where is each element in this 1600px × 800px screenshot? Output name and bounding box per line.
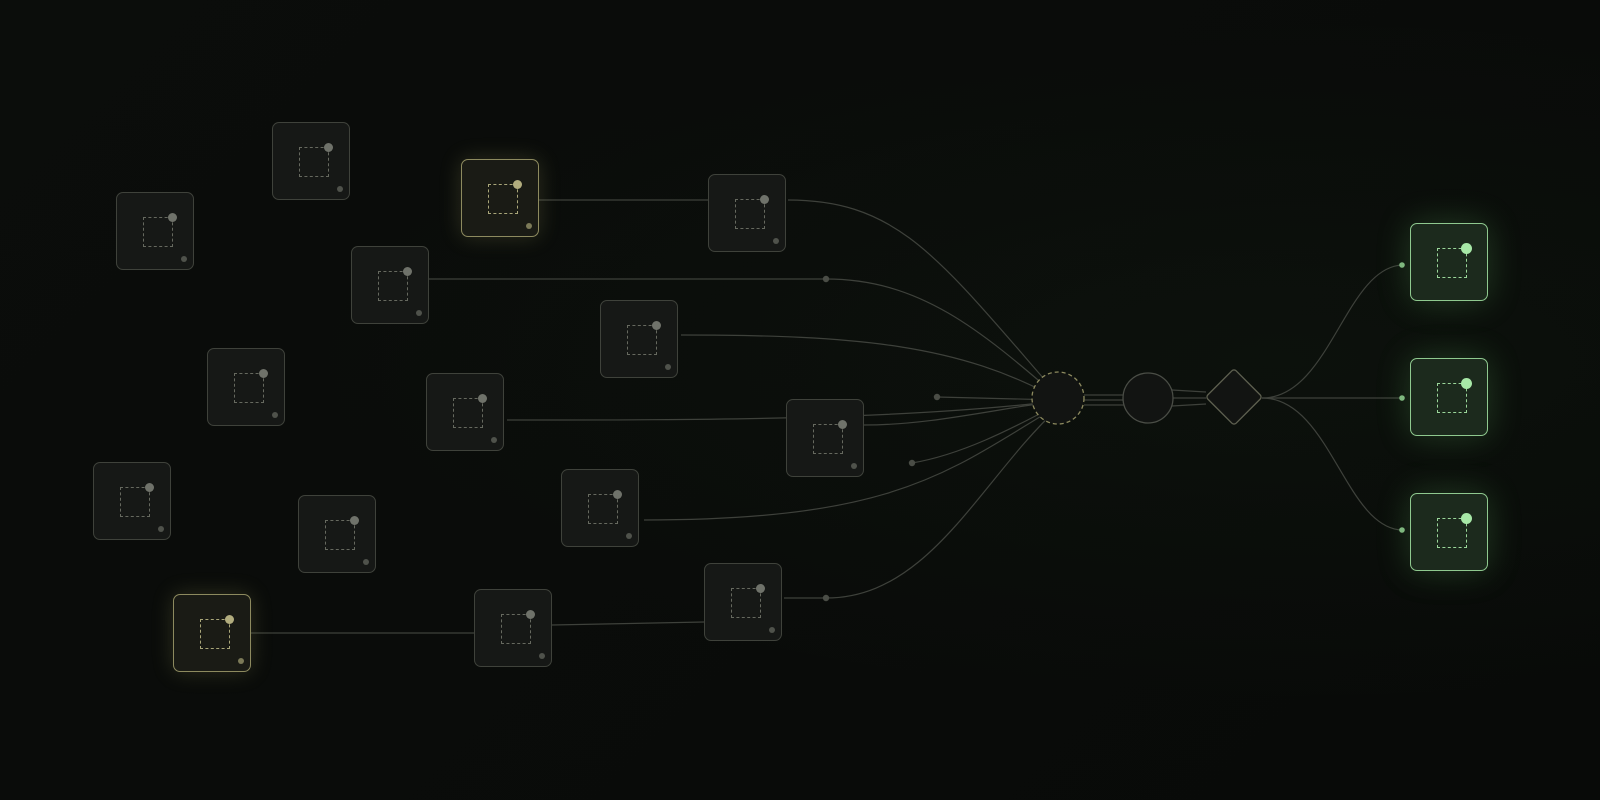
status-dot-icon bbox=[168, 213, 177, 222]
port-dot-icon bbox=[337, 186, 343, 192]
port-dot-icon bbox=[526, 223, 532, 229]
node-11[interactable] bbox=[298, 495, 376, 573]
status-dot-icon bbox=[513, 180, 522, 189]
node-placeholder-icon bbox=[1437, 383, 1467, 413]
status-dot-icon bbox=[756, 584, 765, 593]
port-dot-icon bbox=[773, 238, 779, 244]
status-dot-icon bbox=[478, 394, 487, 403]
status-dot-icon bbox=[1461, 243, 1472, 254]
node-9[interactable] bbox=[708, 174, 786, 252]
status-dot-icon bbox=[652, 321, 661, 330]
edge-merge-process bbox=[1084, 394, 1124, 406]
connector-dot bbox=[933, 393, 941, 401]
connector-dot bbox=[822, 594, 830, 602]
node-placeholder-icon bbox=[488, 184, 518, 214]
node-placeholder-icon bbox=[813, 424, 843, 454]
status-dot-icon bbox=[259, 369, 268, 378]
status-dot-icon bbox=[760, 195, 769, 204]
process-node[interactable] bbox=[1122, 372, 1174, 424]
status-dot-icon bbox=[613, 490, 622, 499]
node-10[interactable] bbox=[786, 399, 864, 477]
port-dot-icon bbox=[665, 364, 671, 370]
output-port-dot bbox=[1399, 395, 1405, 401]
node-placeholder-icon bbox=[143, 217, 173, 247]
port-dot-icon bbox=[158, 526, 164, 532]
node-3[interactable] bbox=[461, 159, 539, 237]
status-dot-icon bbox=[838, 420, 847, 429]
node-5[interactable] bbox=[207, 348, 285, 426]
status-dot-icon bbox=[1461, 378, 1472, 389]
port-dot-icon bbox=[539, 653, 545, 659]
output-port-dot bbox=[1399, 527, 1405, 533]
status-dot-icon bbox=[1461, 513, 1472, 524]
edge-n15-hub bbox=[784, 407, 1059, 599]
node-placeholder-icon bbox=[1437, 248, 1467, 278]
node-8[interactable] bbox=[600, 300, 678, 378]
edge-router-out3 bbox=[1261, 397, 1403, 531]
status-dot-icon bbox=[526, 610, 535, 619]
status-dot-icon bbox=[324, 143, 333, 152]
node-placeholder-icon bbox=[588, 494, 618, 524]
port-dot-icon bbox=[181, 256, 187, 262]
node-2[interactable] bbox=[272, 122, 350, 200]
node-14[interactable] bbox=[474, 589, 552, 667]
port-dot-icon bbox=[626, 533, 632, 539]
port-dot-icon bbox=[769, 627, 775, 633]
merge-node[interactable] bbox=[1031, 371, 1085, 425]
node-7[interactable] bbox=[93, 462, 171, 540]
node-12[interactable] bbox=[561, 469, 639, 547]
port-dot-icon bbox=[416, 310, 422, 316]
node-placeholder-icon bbox=[299, 147, 329, 177]
edge-n8-hub bbox=[680, 334, 1059, 400]
node-4[interactable] bbox=[351, 246, 429, 324]
status-dot-icon bbox=[145, 483, 154, 492]
port-dot-icon bbox=[851, 463, 857, 469]
node-placeholder-icon bbox=[325, 520, 355, 550]
node-1[interactable] bbox=[116, 192, 194, 270]
node-placeholder-icon bbox=[453, 398, 483, 428]
edge-n14-n15 bbox=[551, 621, 705, 626]
node-13[interactable] bbox=[173, 594, 251, 672]
port-dot-icon bbox=[363, 559, 369, 565]
node-6[interactable] bbox=[426, 373, 504, 451]
edge-router-out1 bbox=[1261, 264, 1403, 399]
node-15[interactable] bbox=[704, 563, 782, 641]
edge-n12-hub bbox=[643, 405, 1059, 521]
node-placeholder-icon bbox=[731, 588, 761, 618]
node-placeholder-icon bbox=[378, 271, 408, 301]
port-dot-icon bbox=[491, 437, 497, 443]
connector-dot bbox=[908, 459, 916, 467]
edge-n6-hub bbox=[506, 400, 1059, 421]
edge-process-router bbox=[1171, 389, 1207, 407]
output-node-1[interactable] bbox=[1410, 223, 1488, 301]
output-port-dot bbox=[1399, 262, 1405, 268]
port-dot-icon bbox=[272, 412, 278, 418]
status-dot-icon bbox=[350, 516, 359, 525]
output-node-2[interactable] bbox=[1410, 358, 1488, 436]
node-placeholder-icon bbox=[735, 199, 765, 229]
node-placeholder-icon bbox=[200, 619, 230, 649]
connector-dot bbox=[822, 275, 830, 283]
edge-n9-hub bbox=[787, 199, 1059, 396]
node-placeholder-icon bbox=[1437, 518, 1467, 548]
node-placeholder-icon bbox=[627, 325, 657, 355]
status-dot-icon bbox=[403, 267, 412, 276]
status-dot-icon bbox=[225, 615, 234, 624]
output-node-3[interactable] bbox=[1410, 493, 1488, 571]
router-node[interactable] bbox=[1206, 369, 1263, 426]
edge-n4-hub bbox=[429, 278, 1059, 398]
node-placeholder-icon bbox=[501, 614, 531, 644]
node-placeholder-icon bbox=[120, 487, 150, 517]
node-placeholder-icon bbox=[234, 373, 264, 403]
port-dot-icon bbox=[238, 658, 244, 664]
